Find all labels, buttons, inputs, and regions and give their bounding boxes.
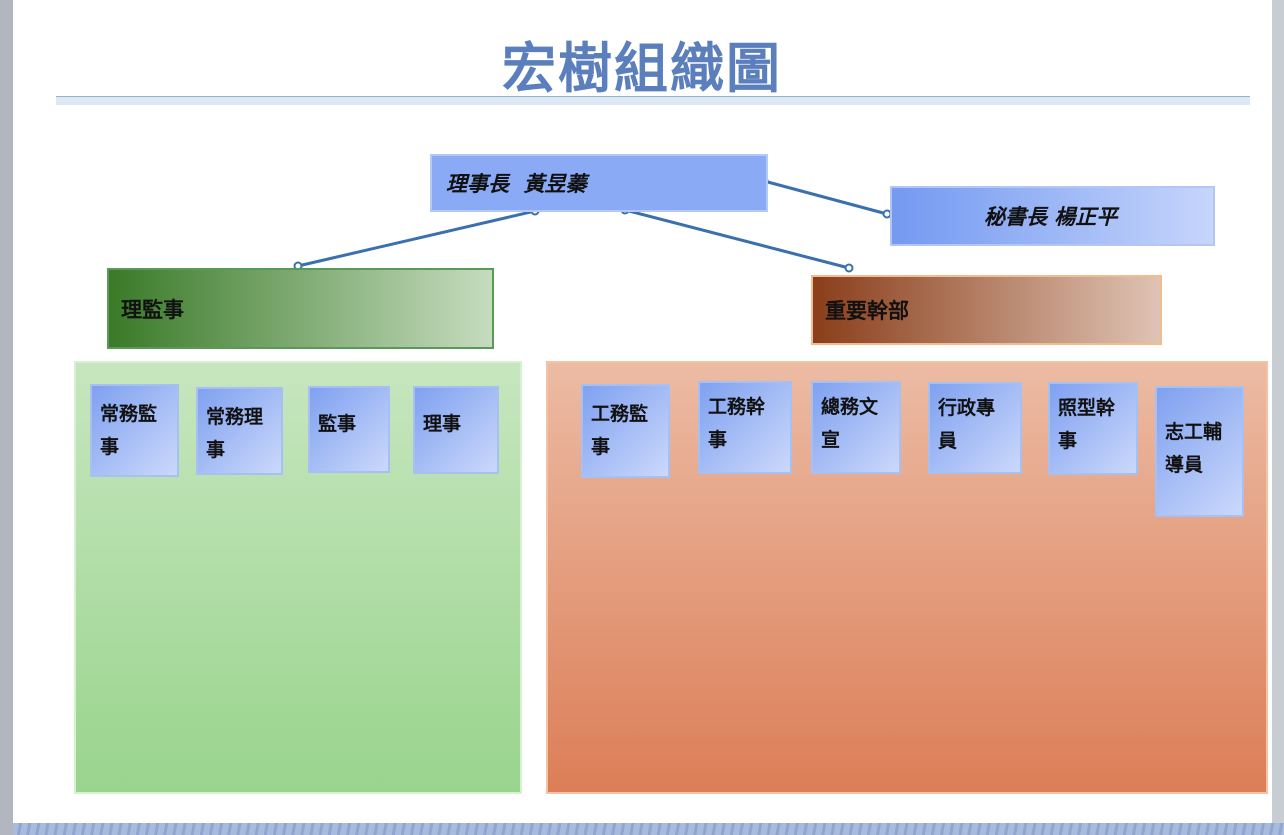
left-border	[0, 0, 13, 835]
bottom-border	[13, 823, 1284, 835]
page-title: 宏樹組織圖	[502, 37, 782, 100]
cadre-member: 工務監事	[581, 384, 670, 478]
connector-chair-secretary	[763, 179, 888, 216]
chairman-label: 理事長 黃昱蓁	[446, 172, 587, 196]
board-member: 常務監事	[90, 384, 179, 477]
title-divider	[56, 96, 1250, 105]
board-group-header: 理監事	[107, 268, 494, 349]
cadre-member: 行政專員	[928, 382, 1022, 474]
board-label: 理監事	[121, 297, 184, 322]
secretary-general-node: 秘書長 楊正平	[890, 186, 1215, 246]
connector-chair-cadre	[624, 208, 850, 270]
cadre-members-panel	[546, 361, 1268, 794]
connector-chair-board	[297, 209, 536, 268]
cadre-member: 總務文宣	[811, 381, 901, 474]
board-member: 理事	[413, 386, 499, 474]
cadre-member: 照型幹事	[1048, 382, 1138, 475]
cadre-member: 工務幹事	[698, 381, 792, 474]
secretary-label: 秘書長 楊正平	[984, 205, 1118, 229]
cadre-member: 志工輔導員	[1155, 386, 1244, 517]
right-border	[1272, 0, 1284, 823]
cadre-group-header: 重要幹部	[811, 275, 1162, 345]
board-member: 常務理事	[196, 387, 283, 475]
cadre-label: 重要幹部	[825, 299, 909, 323]
board-member: 監事	[308, 386, 390, 473]
chairman-node: 理事長 黃昱蓁	[430, 154, 768, 212]
